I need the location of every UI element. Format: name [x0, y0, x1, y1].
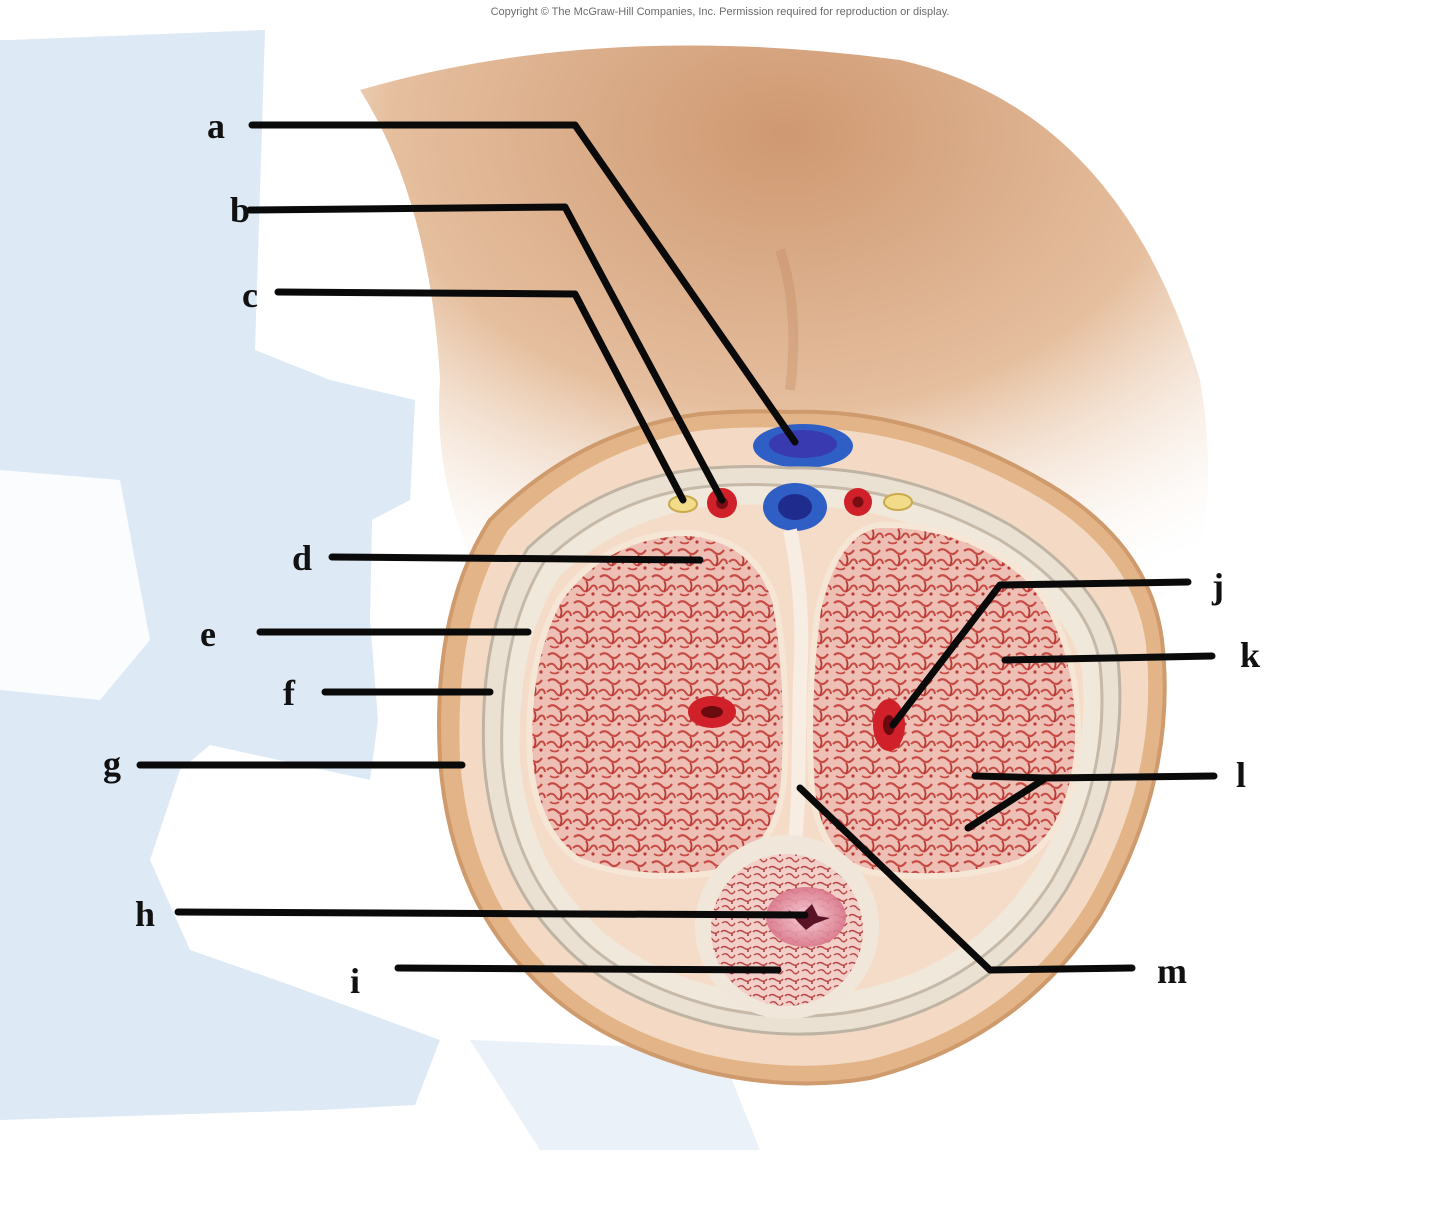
leader-lines: [136, 121, 1218, 974]
label-h: h: [135, 894, 155, 934]
superficial-dorsal-vein: [753, 424, 853, 468]
midline-crease: [775, 248, 799, 391]
label-e: e: [200, 614, 216, 654]
label-d: d: [292, 538, 312, 578]
leader-line-d: [328, 553, 704, 564]
leader-line-l: [964, 772, 1218, 832]
label-i: i: [350, 961, 360, 1001]
label-b: b: [230, 190, 250, 230]
corpus-cavernosum-right: [807, 521, 1082, 880]
leader-line-c: [274, 288, 687, 504]
leader-line-a: [248, 121, 799, 446]
background-wash: [0, 30, 760, 1150]
dorsal-nerve-right: [883, 493, 913, 511]
label-j: j: [1211, 566, 1224, 606]
leader-line-h: [174, 908, 809, 919]
leader-line-b: [246, 203, 726, 504]
label-c: c: [242, 275, 258, 315]
label-g: g: [103, 744, 121, 784]
label-m: m: [1157, 951, 1187, 991]
label-k: k: [1240, 635, 1260, 675]
deep-artery-left: [688, 696, 736, 728]
leader-line-i: [394, 964, 782, 974]
corpus-cavernosum-left: [526, 529, 789, 879]
label-l: l: [1236, 755, 1246, 795]
deep-artery-right: [873, 699, 905, 751]
deep-dorsal-vein: [763, 483, 827, 531]
label-f: f: [283, 673, 296, 713]
label-a: a: [207, 106, 225, 146]
dorsal-artery-right: [844, 488, 872, 516]
leader-line-j: [889, 578, 1192, 729]
leader-line-k: [1001, 652, 1216, 664]
copyright-notice: Copyright © The McGraw-Hill Companies, I…: [490, 6, 950, 18]
leader-line-m: [796, 784, 1136, 974]
label-group: a b c d e f g h i j k l m: [103, 106, 1260, 1001]
